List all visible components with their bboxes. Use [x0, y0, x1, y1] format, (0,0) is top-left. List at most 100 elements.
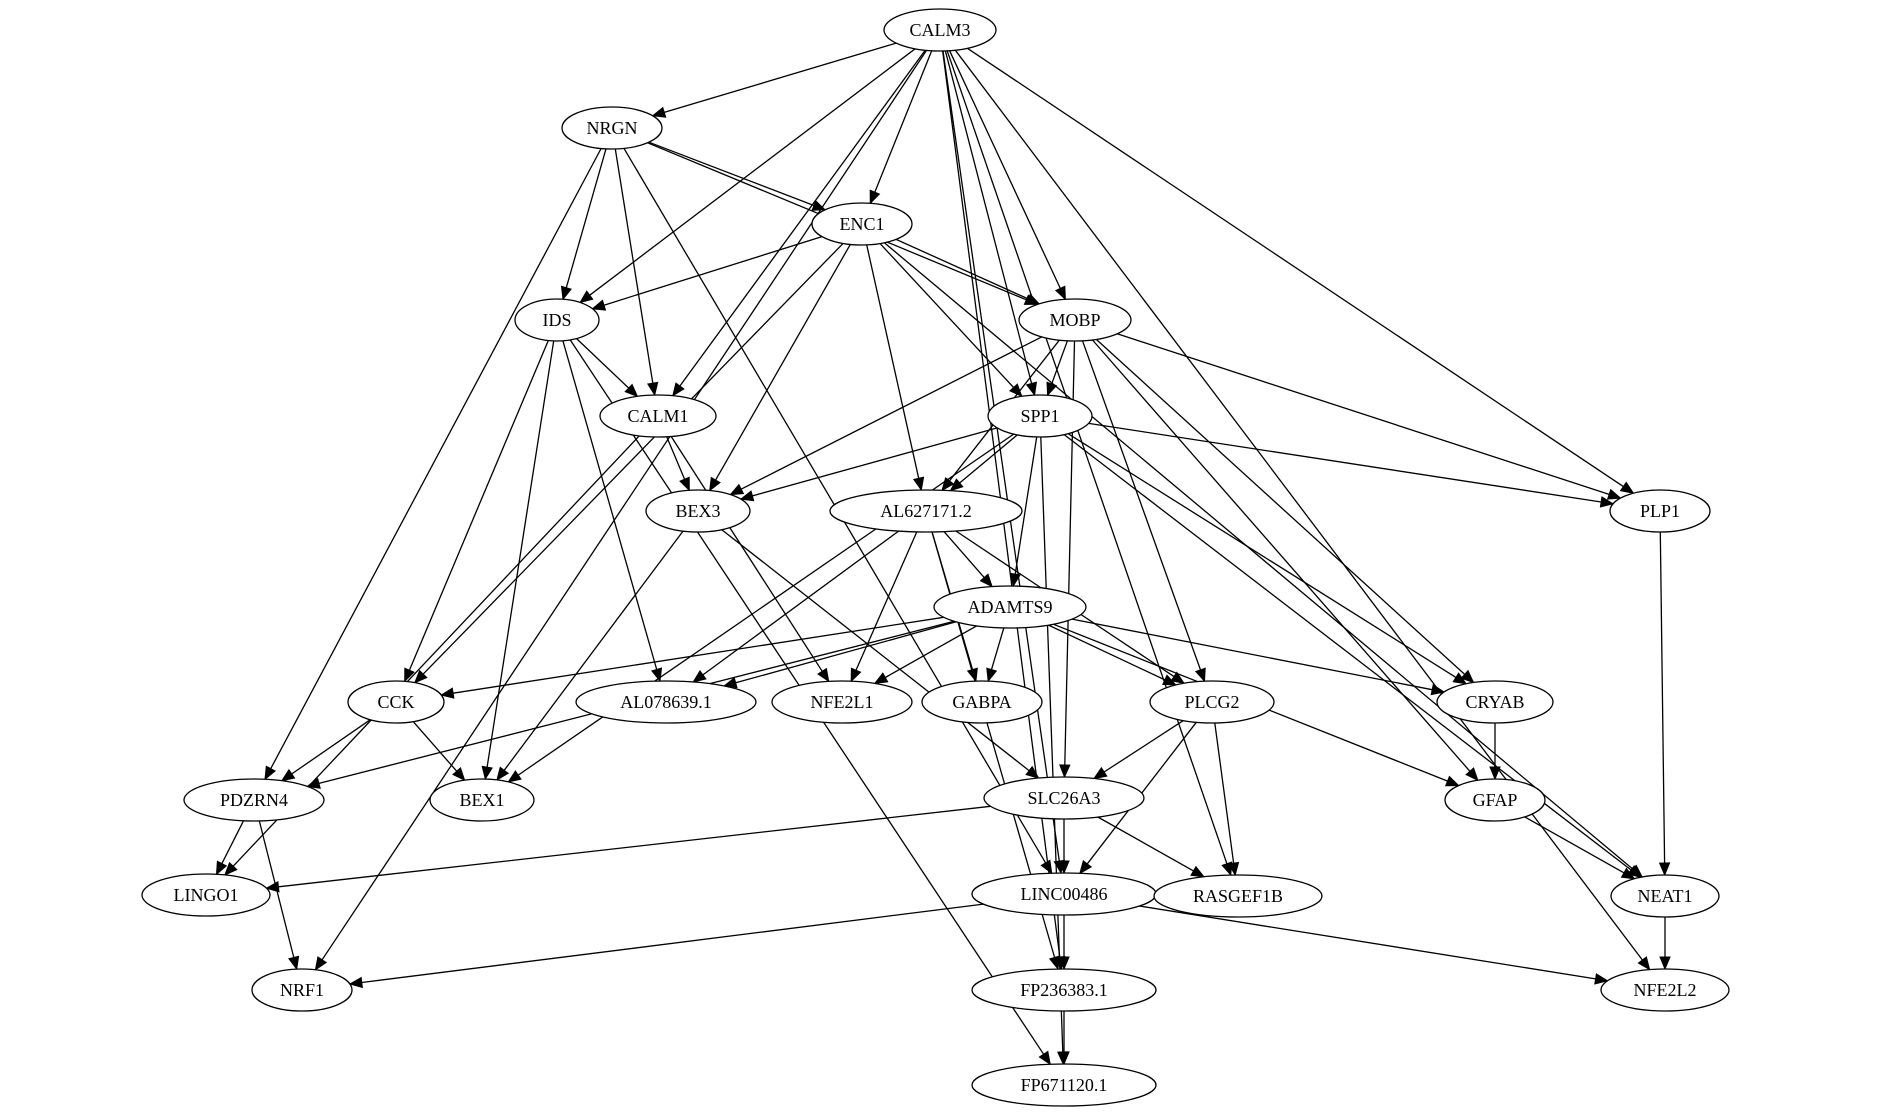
edge-SPP1-to-PLP1 — [1088, 422, 1615, 508]
node-ellipse — [771, 680, 913, 724]
node-label: NFE2L1 — [811, 692, 874, 712]
edge-LINC00486-to-NRF1 — [348, 903, 984, 989]
arrowhead-icon — [817, 667, 830, 683]
node-nrgn: NRGN — [561, 106, 663, 150]
arrowhead-icon — [986, 667, 998, 683]
node-label: ENC1 — [840, 214, 885, 234]
edge-line — [752, 427, 998, 497]
arrowhead-icon — [1444, 775, 1460, 787]
edge-CRYAB-to-GFAP — [1489, 723, 1501, 781]
node-label: CALM3 — [909, 20, 970, 40]
node-ellipse — [1153, 874, 1323, 918]
edge-line — [221, 820, 245, 864]
node-label: CALM1 — [627, 406, 688, 426]
arrowhead-icon — [404, 667, 415, 683]
node-slc26a3: SLC26A3 — [983, 776, 1145, 820]
node-fp671120.1: FP671120.1 — [971, 1063, 1157, 1107]
edge-line — [408, 340, 549, 671]
edge-line — [1051, 340, 1069, 385]
arrowhead-icon — [1659, 956, 1671, 971]
edge-line — [422, 242, 844, 675]
node-al627171.2: AL627171.2 — [829, 489, 1023, 533]
node-ellipse — [829, 489, 1023, 533]
node-ellipse — [645, 489, 751, 533]
node-fp236383.1: FP236383.1 — [971, 968, 1157, 1012]
edge-line — [679, 49, 926, 387]
edge-ENC1-to-MOBP — [895, 238, 1041, 305]
edge-CALM3-to-IDS — [579, 48, 916, 304]
node-gabpa: GABPA — [921, 680, 1043, 724]
arrowhead-icon — [1194, 667, 1206, 683]
edge-line — [453, 616, 944, 694]
arrowhead-icon — [507, 770, 522, 783]
edge-MOBP-to-SPP1 — [1046, 340, 1069, 397]
node-bex1: BEX1 — [429, 778, 535, 822]
node-label: PLCG2 — [1184, 692, 1239, 712]
node-ellipse — [1610, 874, 1720, 918]
edge-MOBP-to-CRYAB — [1095, 338, 1475, 684]
node-label: CRYAB — [1465, 692, 1524, 712]
arrowhead-icon — [306, 777, 321, 789]
edge-PLCG2-to-RASGEF1B — [1214, 722, 1240, 877]
node-ellipse — [1436, 680, 1554, 724]
edge-SPP1-to-AL627171.2 — [949, 434, 1018, 492]
arrowhead-icon — [314, 956, 328, 971]
edge-GFAP-to-NEAT1 — [1524, 816, 1636, 880]
node-label: IDS — [542, 310, 571, 330]
arrowhead-icon — [1059, 764, 1071, 779]
arrowhead-icon — [440, 687, 455, 699]
edge-NRGN-to-PDZRN4 — [264, 148, 602, 781]
arrowhead-icon — [1465, 767, 1479, 782]
node-label: BEX3 — [676, 501, 721, 521]
edge-line — [883, 242, 1634, 870]
edge-ADAMTS9-to-CRYAB — [1071, 618, 1446, 696]
edge-BEX3-to-SLC26A3 — [721, 529, 1040, 779]
node-neat1: NEAT1 — [1610, 874, 1720, 918]
edge-line — [1116, 333, 1610, 496]
edge-CALM3-to-MOBP — [949, 50, 1066, 301]
node-ellipse — [1609, 489, 1711, 533]
arrowhead-icon — [1079, 859, 1093, 875]
node-label: RASGEF1B — [1193, 886, 1283, 906]
arrowhead-icon — [646, 381, 659, 397]
arrowhead-icon — [224, 861, 238, 876]
node-ellipse — [599, 394, 717, 438]
edge-line — [874, 50, 933, 193]
edge-MOBP-to-GFAP — [1092, 339, 1479, 782]
edge-ADAMTS9-to-PLCG2 — [1048, 624, 1177, 686]
edge-line — [990, 627, 1005, 670]
edge-line — [946, 50, 1228, 864]
arrowhead-icon — [215, 860, 228, 876]
node-al078639.1: AL078639.1 — [575, 680, 757, 724]
edge-line — [735, 621, 957, 684]
node-linc00486: LINC00486 — [971, 872, 1157, 916]
arrowhead-icon — [591, 299, 607, 311]
node-nfe2l1: NFE2L1 — [771, 680, 913, 724]
node-ellipse — [971, 1063, 1157, 1107]
edge-line — [278, 805, 991, 888]
arrowhead-icon — [651, 106, 667, 118]
edge-AL627171.2-to-AL078639.1 — [692, 530, 899, 683]
edge-SLC26A3-to-LINGO1 — [265, 805, 991, 893]
edge-FP236383.1-to-FP671120.1 — [1058, 1011, 1070, 1066]
edge-MOBP-to-PLP1 — [1116, 333, 1622, 500]
node-mobp: MOBP — [1018, 298, 1132, 342]
edge-line — [361, 903, 984, 984]
node-rasgef1b: RASGEF1B — [1153, 874, 1323, 918]
edge-line — [1067, 433, 1457, 678]
edge-line — [666, 436, 686, 480]
edge-line — [589, 48, 916, 296]
node-adamts9: ADAMTS9 — [933, 585, 1087, 629]
arrowhead-icon — [1190, 865, 1206, 878]
arrowhead-icon — [265, 880, 280, 893]
node-spp1: SPP1 — [987, 394, 1093, 438]
node-nrf1: NRF1 — [251, 968, 353, 1012]
edge-MOBP-to-PLCG2 — [1081, 340, 1206, 683]
node-label: SPP1 — [1020, 406, 1059, 426]
edge-line — [942, 50, 1060, 862]
node-label: FP671120.1 — [1021, 1075, 1108, 1095]
edge-line — [702, 530, 899, 676]
node-label: NFE2L2 — [1634, 980, 1697, 1000]
node-nfe2l2: NFE2L2 — [1600, 968, 1730, 1012]
edge-CALM3-to-PLP1 — [967, 47, 1635, 494]
